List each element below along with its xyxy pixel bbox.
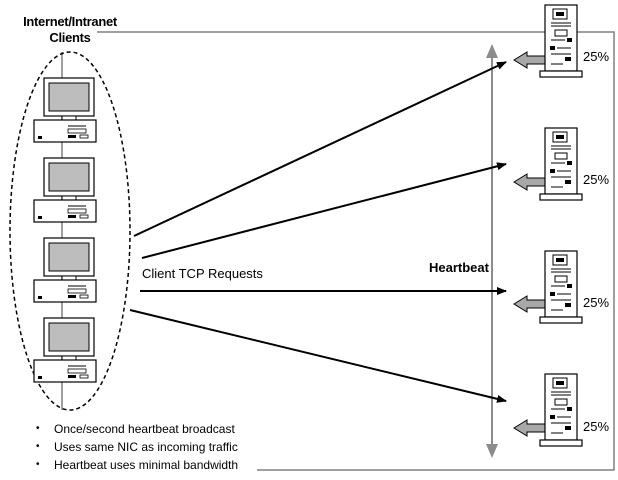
client-computer [33, 157, 97, 223]
list-item: • Once/second heartbeat broadcast [36, 420, 238, 438]
client-computer [33, 77, 97, 143]
server-load-label: 25% [583, 49, 610, 64]
note-text: Heartbeat uses minimal bandwidth [54, 458, 239, 472]
bullet-glyph: • [36, 423, 40, 434]
notes-list: • Once/second heartbeat broadcast • Uses… [36, 420, 238, 474]
request-arrow [141, 162, 507, 259]
list-item: • Heartbeat uses minimal bandwidth [36, 456, 238, 474]
network-frame [97, 31, 615, 471]
heartbeat-label: Heartbeat [429, 260, 489, 275]
server-inbound-arrow [513, 295, 547, 313]
server-tower [539, 250, 583, 324]
note-text: Once/second heartbeat broadcast [54, 422, 235, 436]
server-inbound-arrow [513, 173, 547, 191]
client-computer [33, 237, 97, 303]
clients-title-line1: Internet/Intranet [23, 14, 117, 29]
server-inbound-arrow [513, 51, 547, 69]
clients-title-line2: Clients [49, 30, 91, 45]
request-arrow [133, 61, 507, 237]
heartbeat-arrow [486, 44, 498, 458]
note-text: Uses same NIC as incoming traffic [54, 440, 238, 454]
server-tower [539, 373, 583, 447]
bullet-glyph: • [36, 441, 40, 452]
client-computer [33, 317, 97, 383]
clients-group-outline [9, 51, 131, 411]
bullet-glyph: • [36, 459, 40, 470]
requests-label: Client TCP Requests [142, 266, 263, 281]
request-arrow [129, 309, 507, 403]
server-tower [539, 4, 583, 78]
server-tower [539, 127, 583, 201]
list-item: • Uses same NIC as incoming traffic [36, 438, 238, 456]
server-load-label: 25% [583, 172, 610, 187]
server-inbound-arrow [513, 419, 547, 437]
clients-title: Internet/Intranet Clients [12, 14, 128, 46]
server-load-label: 25% [583, 295, 610, 310]
server-load-label: 25% [583, 419, 610, 434]
